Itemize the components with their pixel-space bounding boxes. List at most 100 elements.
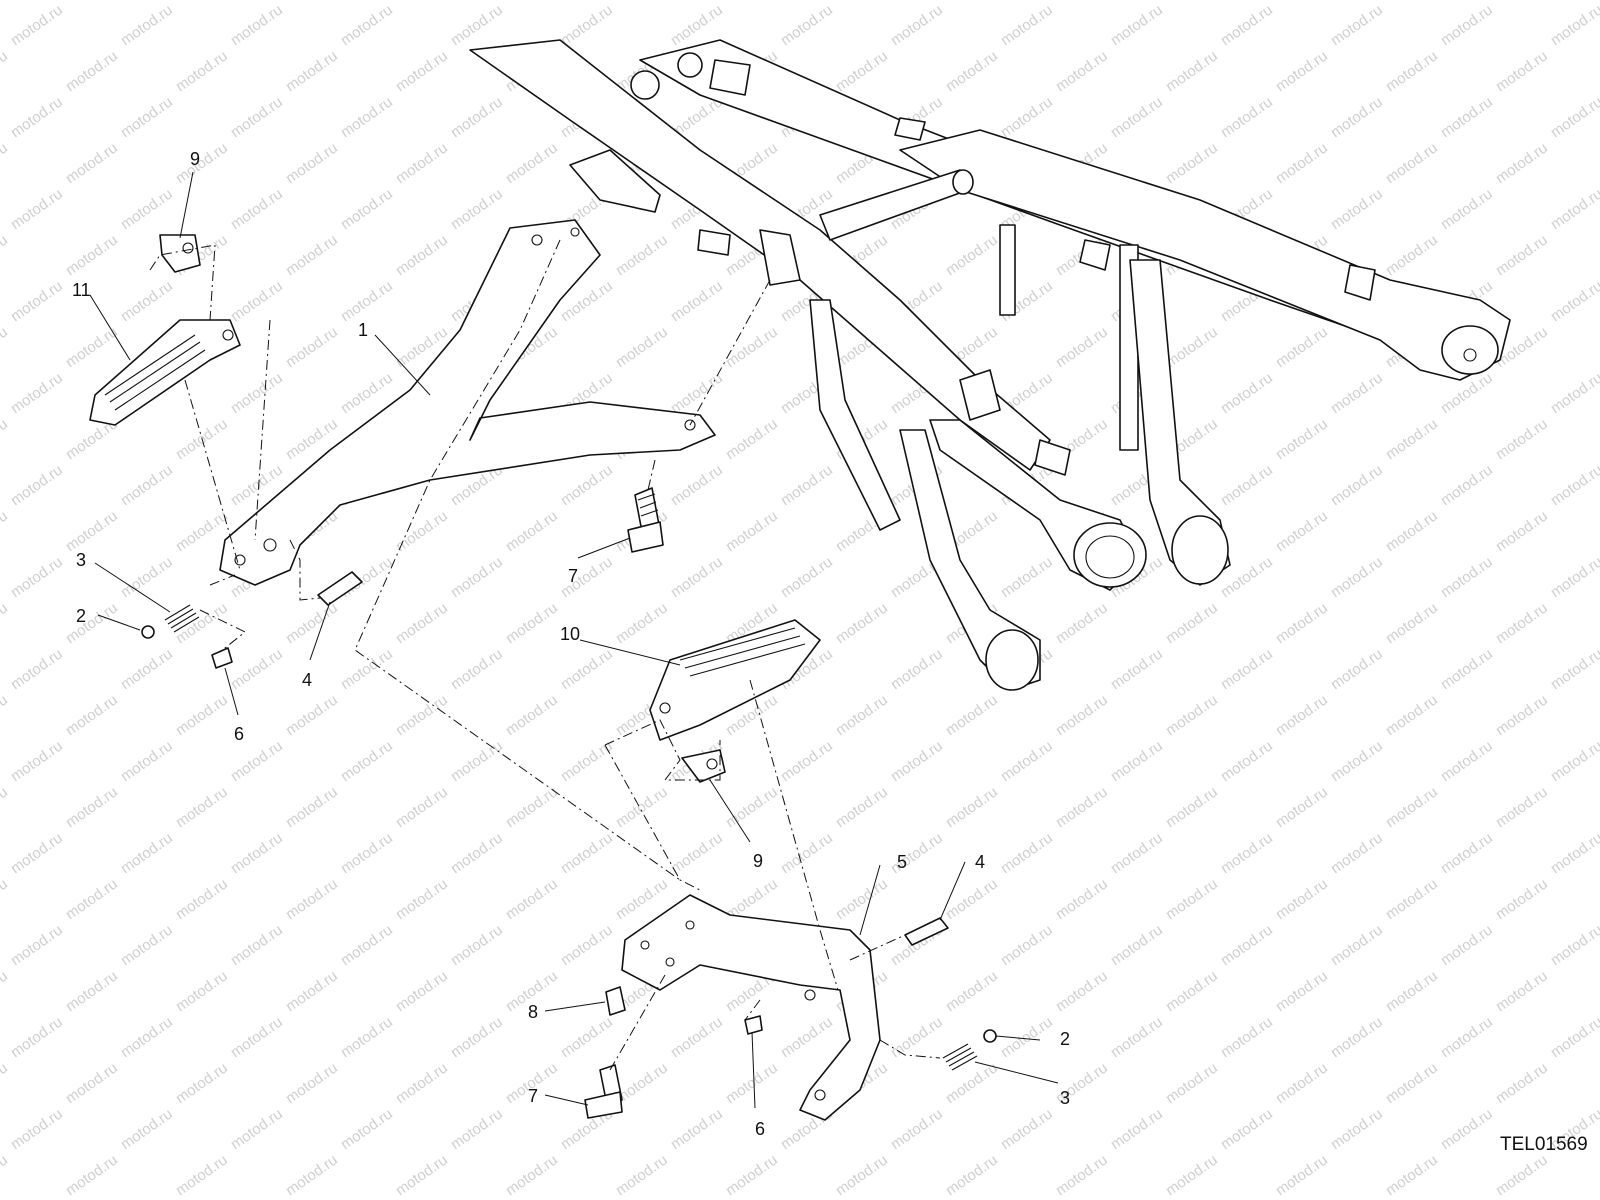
watermark-text: motod.ru: [503, 783, 561, 831]
watermark-text: motod.ru: [1053, 0, 1111, 3]
watermark-text: motod.ru: [338, 645, 396, 693]
watermark-text: motod.ru: [1273, 783, 1331, 831]
watermark-text: motod.ru: [1218, 93, 1276, 141]
watermark-text: motod.ru: [1493, 507, 1551, 555]
callout-9-lower: 9: [753, 851, 763, 871]
watermark-text: motod.ru: [943, 1151, 1001, 1199]
watermark-text: motod.ru: [338, 829, 396, 877]
watermark-text: motod.ru: [998, 921, 1056, 969]
watermark-text: motod.ru: [283, 967, 341, 1015]
watermark-text: motod.ru: [393, 691, 451, 739]
watermark-text: motod.ru: [63, 783, 121, 831]
watermark-text: motod.ru: [1383, 231, 1441, 279]
watermark-text: motod.ru: [833, 875, 891, 923]
watermark-text: motod.ru: [338, 277, 396, 325]
watermark-text: motod.ru: [613, 783, 671, 831]
watermark-text: motod.ru: [778, 1, 836, 49]
watermark-text: motod.ru: [503, 0, 561, 3]
watermark-text: motod.ru: [63, 1059, 121, 1107]
watermark-text: motod.ru: [1273, 323, 1331, 371]
watermark-text: motod.ru: [1218, 461, 1276, 509]
watermark-text: motod.ru: [338, 737, 396, 785]
watermark-text: motod.ru: [998, 829, 1056, 877]
part-4-pin-right: [904, 917, 949, 946]
callout-6-left: 6: [234, 724, 244, 744]
watermark-text: motod.ru: [1273, 691, 1331, 739]
watermark-text: motod.ru: [1383, 0, 1441, 3]
watermark-text: motod.ru: [1383, 783, 1441, 831]
watermark-text: motod.ru: [1328, 645, 1386, 693]
watermark-text: motod.ru: [338, 1, 396, 49]
watermark-text: motod.ru: [1548, 185, 1600, 233]
watermark-text: motod.ru: [228, 921, 286, 969]
watermark-text: motod.ru: [118, 829, 176, 877]
watermark-text: motod.ru: [778, 737, 836, 785]
watermark-text: motod.ru: [1163, 139, 1221, 187]
watermark-text: motod.ru: [943, 967, 1001, 1015]
watermark-text: motod.ru: [283, 0, 341, 3]
watermark-text: motod.ru: [1273, 599, 1331, 647]
watermark-text: motod.ru: [1438, 737, 1496, 785]
part-9-clip-lower: [681, 749, 726, 783]
watermark-text: motod.ru: [503, 139, 561, 187]
watermark-text: motod.ru: [778, 553, 836, 601]
watermark-text: motod.ru: [1383, 875, 1441, 923]
watermark-text: motod.ru: [118, 461, 176, 509]
watermark-text: motod.ru: [1053, 599, 1111, 647]
watermark-text: motod.ru: [1328, 369, 1386, 417]
watermark-text: motod.ru: [1218, 737, 1276, 785]
watermark-text: motod.ru: [393, 0, 451, 3]
watermark-text: motod.ru: [393, 139, 451, 187]
watermark-text: motod.ru: [1218, 829, 1276, 877]
watermark-text: motod.ru: [888, 1, 946, 49]
watermark-text: motod.ru: [888, 645, 946, 693]
watermark-text: motod.ru: [1383, 415, 1441, 463]
watermark-text: motod.ru: [668, 1013, 726, 1061]
callout-3-right: 3: [1060, 1088, 1070, 1108]
watermark-text: motod.ru: [833, 0, 891, 3]
watermark-text: motod.ru: [0, 47, 11, 95]
watermark-text: motod.ru: [283, 231, 341, 279]
watermark-text: motod.ru: [1548, 277, 1600, 325]
watermark-text: motod.ru: [1328, 1013, 1386, 1061]
watermark-text: motod.ru: [63, 691, 121, 739]
watermark-text: motod.ru: [0, 415, 11, 463]
watermark-text: motod.ru: [1383, 691, 1441, 739]
watermark-text: motod.ru: [1108, 645, 1166, 693]
watermark-text: motod.ru: [723, 1059, 781, 1107]
watermark-text: motod.ru: [1493, 599, 1551, 647]
watermark-text: motod.ru: [558, 1, 616, 49]
watermark-text: motod.ru: [0, 139, 11, 187]
watermark-text: motod.ru: [1328, 553, 1386, 601]
watermark-text: motod.ru: [173, 1059, 231, 1107]
watermark-text: motod.ru: [1163, 323, 1221, 371]
watermark-text: motod.ru: [668, 461, 726, 509]
watermark-text: motod.ru: [118, 185, 176, 233]
watermark-text: motod.ru: [448, 1105, 506, 1153]
watermark-text: motod.ru: [1548, 737, 1600, 785]
watermark-text: motod.ru: [998, 93, 1056, 141]
callout-9-upper: 9: [190, 149, 200, 169]
watermark-text: motod.ru: [118, 93, 176, 141]
watermark-text: motod.ru: [1438, 829, 1496, 877]
watermark-text: motod.ru: [1383, 139, 1441, 187]
watermark-text: motod.ru: [118, 553, 176, 601]
watermark-text: motod.ru: [1548, 921, 1600, 969]
part-8-screw: [605, 986, 626, 1016]
watermark-text: motod.ru: [1493, 415, 1551, 463]
watermark-text: motod.ru: [63, 507, 121, 555]
watermark-text: motod.ru: [723, 0, 781, 3]
watermark-text: motod.ru: [63, 875, 121, 923]
watermark-text: motod.ru: [1548, 553, 1600, 601]
watermark-text: motod.ru: [943, 231, 1001, 279]
watermark-text: motod.ru: [723, 323, 781, 371]
watermark-text: motod.ru: [558, 645, 616, 693]
watermark-text: motod.ru: [1273, 415, 1331, 463]
watermark-text: motod.ru: [283, 47, 341, 95]
watermark-text: motod.ru: [1548, 369, 1600, 417]
watermark-text: motod.ru: [1438, 921, 1496, 969]
watermark-text: motod.ru: [1163, 599, 1221, 647]
watermark-text: motod.ru: [8, 93, 66, 141]
watermark-text: motod.ru: [503, 1151, 561, 1199]
